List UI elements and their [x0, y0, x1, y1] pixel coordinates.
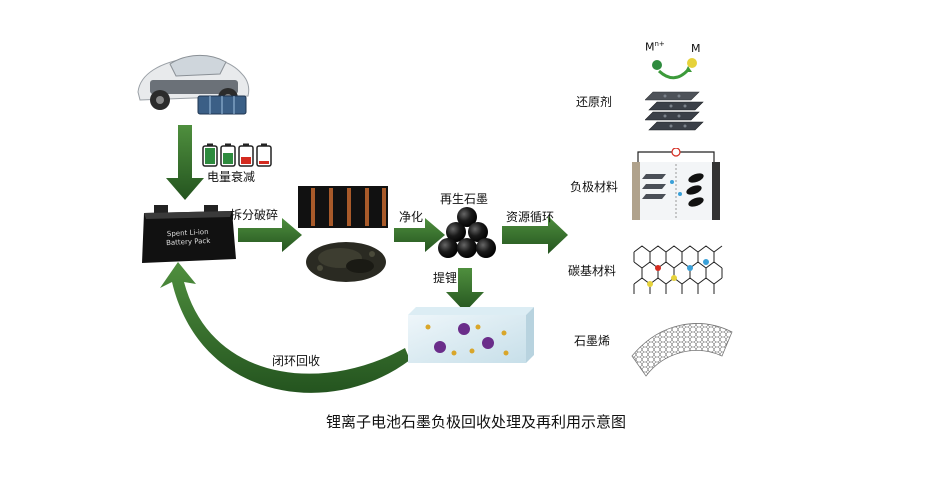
- battery-level-icons: [202, 143, 272, 167]
- label-lithium-extract: 提锂: [433, 271, 458, 285]
- regenerated-graphite-spheres: [438, 207, 496, 258]
- arrow-car-to-battery: [166, 125, 204, 200]
- arrow-closed-loop: [160, 262, 410, 393]
- label-crush: 拆分破碎: [230, 208, 279, 222]
- arrow-lithium-extract: [446, 268, 484, 312]
- ion-label-left: Mn+: [645, 40, 665, 54]
- reduction-arrow-icon: [652, 58, 697, 80]
- battery-pack-label: Spent Li-ion Battery Pack: [152, 227, 225, 249]
- lithium-solution-tank: [408, 307, 534, 363]
- label-graphene: 石墨烯: [574, 334, 611, 348]
- arrow-battery-to-crush: [238, 218, 302, 252]
- label-battery-decay: 电量衰减: [207, 170, 256, 184]
- spent-battery-pack: [142, 205, 236, 263]
- label-closed-loop: 闭环回收: [272, 354, 321, 368]
- carbon-lattice-icon: [633, 245, 723, 294]
- label-carbon-material: 碳基材料: [568, 264, 617, 278]
- graphene-sheet-icon: [631, 323, 733, 377]
- arrow-crush-to-graphite: [394, 218, 445, 252]
- label-anode-material: 负极材料: [570, 180, 619, 194]
- label-resource-cycle: 资源循环: [506, 210, 555, 224]
- label-regen-graphite: 再生石墨: [440, 192, 489, 206]
- electric-car-icon: [137, 55, 250, 115]
- graphite-powder: [306, 242, 386, 282]
- ion-left-charge: n+: [654, 40, 665, 48]
- battery-cell-diagram: [632, 148, 720, 220]
- graphite-layers-icon: [645, 91, 704, 131]
- label-purify: 净化: [399, 210, 424, 224]
- label-reducing-agent: 还原剂: [576, 95, 613, 109]
- ion-label-right: M: [691, 42, 701, 55]
- arrow-graphite-to-reuse: [502, 216, 568, 254]
- ion-left-symbol: M: [645, 40, 655, 54]
- figure-caption: 锂离子电池石墨负极回收处理及再利用示意图: [325, 413, 626, 431]
- electrode-sheet: [298, 186, 388, 228]
